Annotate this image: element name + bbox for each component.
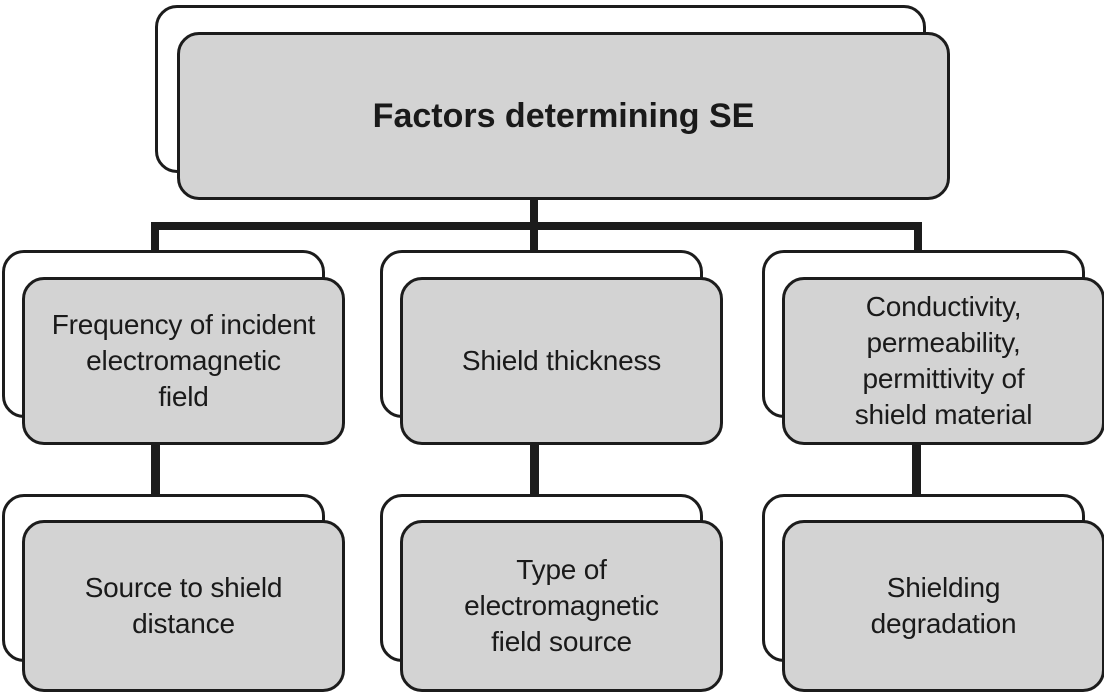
node-frequency[interactable]: Frequency of incident electromagnetic fi… xyxy=(2,250,345,445)
node-source-distance-front-card: Source to shield distance xyxy=(22,520,345,692)
connector-bus-to-node-frequency xyxy=(151,222,159,254)
node-shield-thickness-front-card: Shield thickness xyxy=(400,277,723,445)
node-material-props-label: Conductivity, permeability, permittivity… xyxy=(854,291,1033,430)
node-source-distance[interactable]: Source to shield distance xyxy=(2,494,345,692)
node-root-label: Factors determining SE xyxy=(372,97,755,135)
node-source-distance-label: Source to shield distance xyxy=(84,572,283,639)
node-degradation[interactable]: Shielding degradation xyxy=(762,494,1104,692)
node-material-props[interactable]: Conductivity, permeability, permittivity… xyxy=(762,250,1104,445)
node-root[interactable]: Factors determining SE xyxy=(155,5,950,200)
node-shield-thickness-label: Shield thickness xyxy=(461,345,662,376)
connector-node-frequency-to-node-source-distance xyxy=(151,443,160,497)
connector-bus-to-node-material-props xyxy=(914,222,922,254)
connector-bus-to-node-shield-thickness xyxy=(530,222,538,254)
node-frequency-label: Frequency of incident electromagnetic fi… xyxy=(51,309,316,412)
connector-node-shield-thickness-to-node-source-type xyxy=(530,443,539,497)
node-source-type-front-card: Type of electromagnetic field source xyxy=(400,520,723,692)
node-degradation-front-card: Shielding degradation xyxy=(782,520,1104,692)
node-source-type[interactable]: Type of electromagnetic field source xyxy=(380,494,723,692)
node-root-front-card: Factors determining SE xyxy=(177,32,950,200)
connector-root-stem xyxy=(530,198,538,230)
node-shield-thickness[interactable]: Shield thickness xyxy=(380,250,723,445)
node-source-type-label: Type of electromagnetic field source xyxy=(464,554,659,657)
node-degradation-label: Shielding degradation xyxy=(870,572,1017,639)
connector-node-material-props-to-node-degradation xyxy=(912,443,921,497)
node-material-props-front-card: Conductivity, permeability, permittivity… xyxy=(782,277,1104,445)
node-frequency-front-card: Frequency of incident electromagnetic fi… xyxy=(22,277,345,445)
